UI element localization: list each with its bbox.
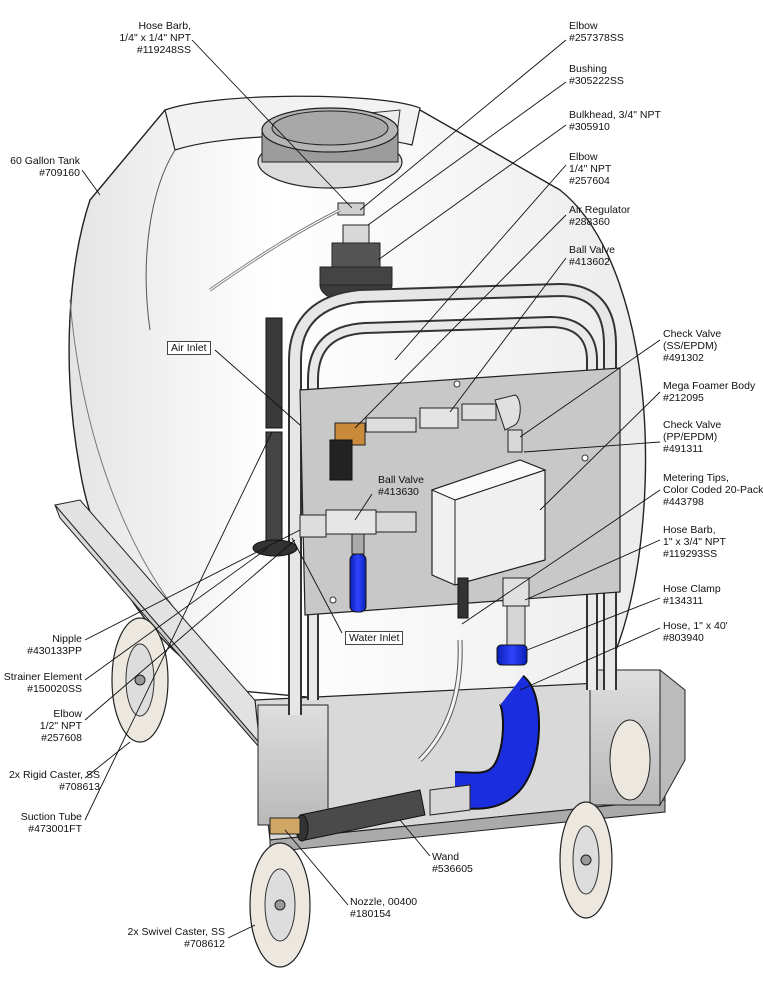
- label-strainer: Strainer Element #150020SS: [3, 671, 82, 695]
- label-check-valve-pp: Check Valve (PP/EPDM) #491311: [663, 419, 722, 455]
- label-swivel-caster: 2x Swivel Caster, SS #708612: [127, 926, 225, 950]
- swivel-caster-front-left: [249, 842, 311, 968]
- label-hose-barb-1in: Hose Barb, 1" x 3/4" NPT #119293SS: [663, 524, 726, 560]
- cart-frame: [54, 499, 686, 853]
- label-elbow-ss: Elbow #257378SS: [569, 20, 624, 44]
- leader-lines: [81, 39, 661, 939]
- label-elbow-quarter: Elbow 1/4" NPT #257604: [569, 151, 612, 187]
- wand: [269, 789, 426, 842]
- rigid-caster-right: [609, 719, 651, 801]
- label-metering-tips: Metering Tips, Color Coded 20-Pack #4437…: [663, 472, 763, 508]
- label-nipple: Nipple #430133PP: [27, 633, 82, 657]
- hose-barb-top: [209, 202, 365, 292]
- label-bushing: Bushing #305222SS: [569, 63, 624, 87]
- label-hose-barb-top: Hose Barb, 1/4" x 1/4" NPT #119248SS: [119, 20, 191, 56]
- tank-cap: [257, 107, 403, 189]
- handle-frame: [288, 282, 617, 715]
- air-plumbing: [329, 394, 523, 481]
- hose-assembly: [429, 577, 541, 816]
- suction-assembly: [252, 317, 298, 557]
- label-foamer-body: Mega Foamer Body #212095: [663, 380, 756, 404]
- swivel-caster-front-right: [559, 801, 613, 919]
- rigid-caster-left: [111, 617, 169, 743]
- label-wand: Wand #536605: [432, 851, 473, 875]
- label-elbow-half: Elbow 1/2" NPT #257608: [39, 708, 82, 744]
- label-rigid-caster: 2x Rigid Caster, SS #708613: [8, 769, 100, 793]
- label-hose: Hose, 1" x 40' #803940: [663, 620, 728, 644]
- label-air-regulator: Air Regulator #288360: [569, 204, 631, 228]
- label-check-valve-ss: Check Valve (SS/EPDM) #491302: [663, 328, 722, 364]
- label-water-inlet: Water Inlet: [345, 631, 404, 645]
- label-bulkhead: Bulkhead, 3/4" NPT #305910: [569, 109, 661, 133]
- foamer-body: [430, 459, 547, 586]
- label-nozzle: Nozzle, 00400 #180154: [350, 896, 418, 920]
- label-ball-valve-small: Ball Valve #413630: [378, 474, 424, 498]
- label-hose-clamp: Hose Clamp #134311: [663, 583, 721, 607]
- label-air-inlet: Air Inlet: [167, 341, 211, 355]
- label-suction-tube: Suction Tube #473001FT: [20, 811, 82, 835]
- label-ball-valve: Ball Valve #413602: [569, 244, 615, 268]
- label-tank: 60 Gallon Tank #709160: [10, 155, 80, 179]
- water-plumbing: [299, 509, 417, 613]
